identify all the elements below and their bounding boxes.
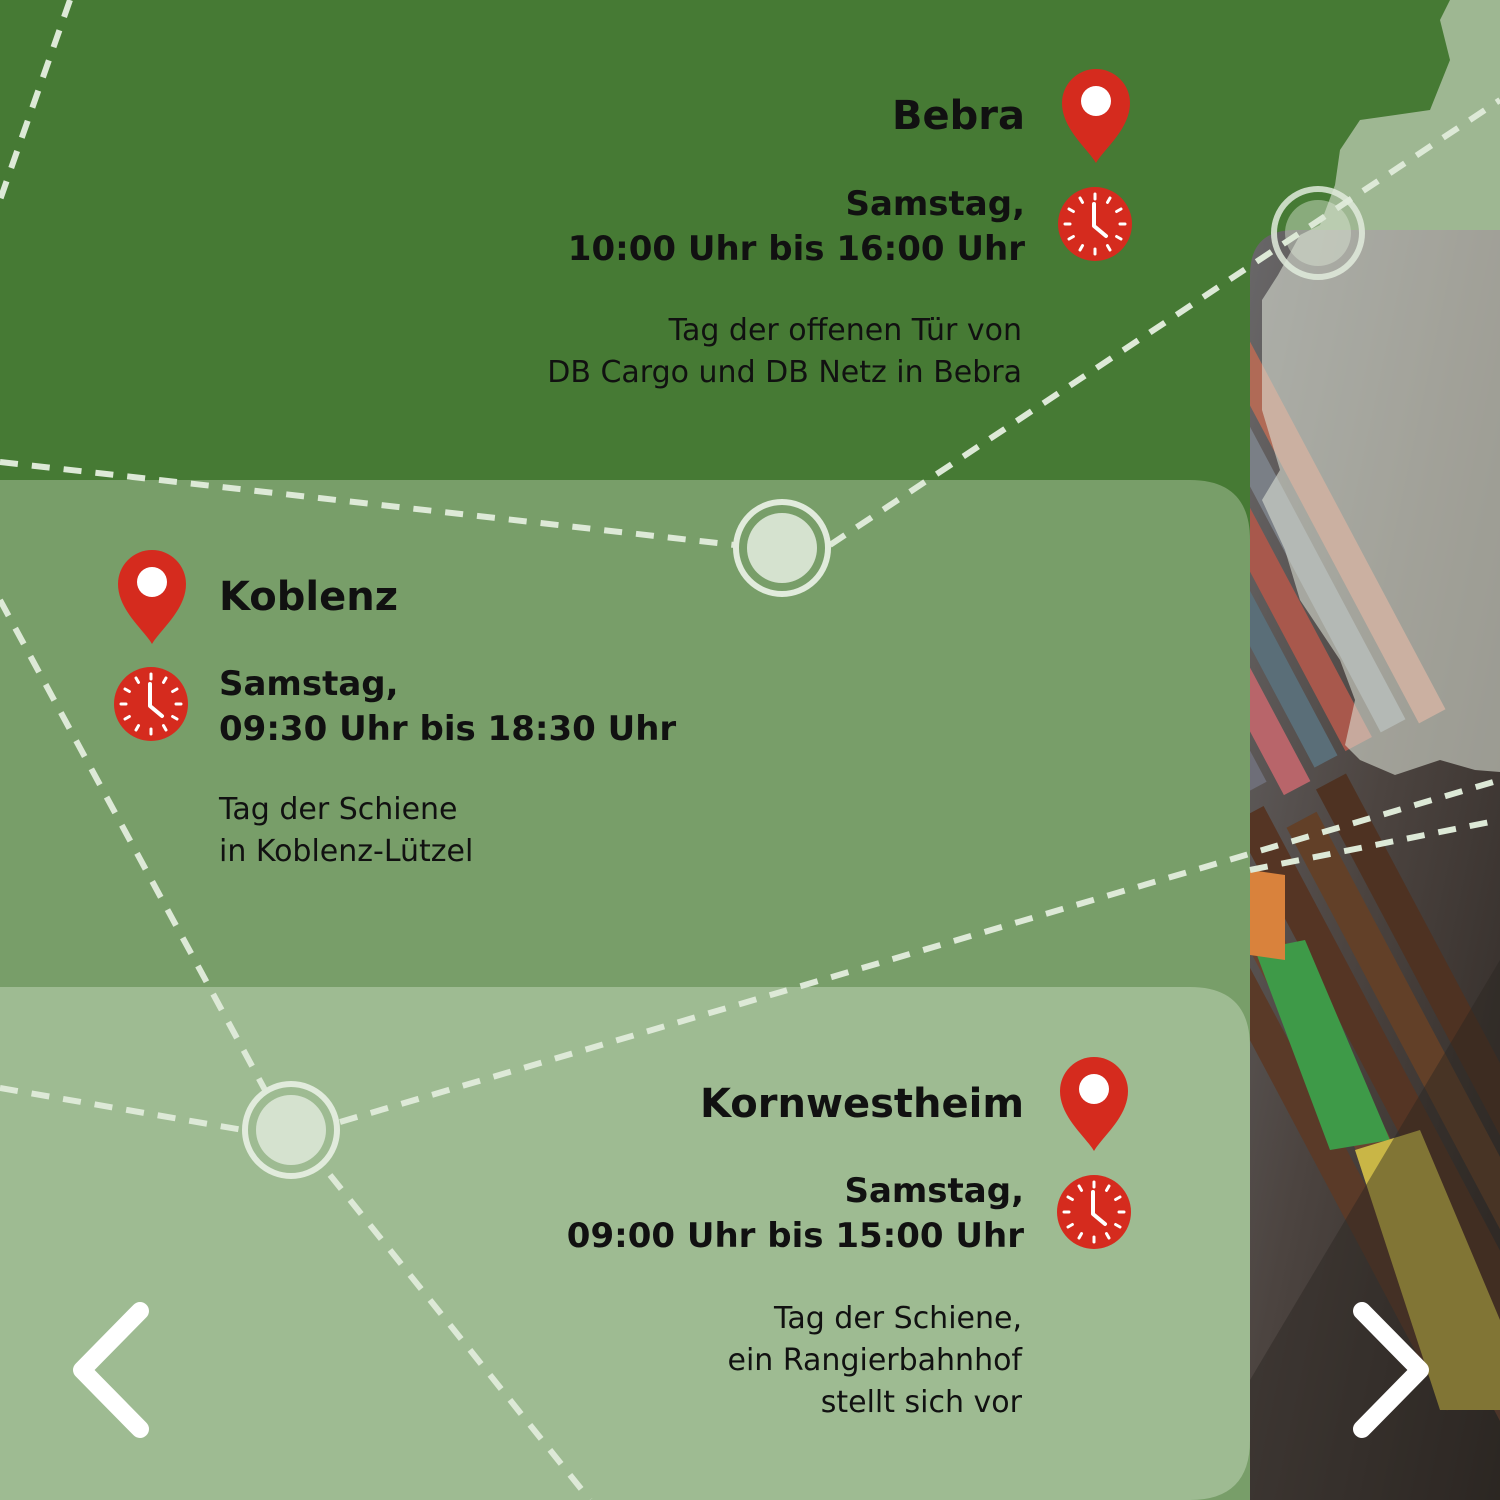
description-line: Tag der Schiene [219,792,458,827]
event-description-kornwestheim: Tag der Schiene, ein Rangierbahnhof stel… [728,1298,1022,1424]
event-hours: 10:00 Uhr bis 16:00 Uhr [567,229,1025,269]
event-time-kornwestheim: Samstag, 09:00 Uhr bis 15:00 Uhr [567,1169,1024,1259]
map-pin-icon [1062,69,1130,163]
previous-button[interactable] [60,1295,160,1445]
description-line: DB Cargo und DB Netz in Bebra [547,355,1022,390]
description-line: stellt sich vor [820,1385,1022,1420]
clock-icon [114,667,188,741]
chevron-right-icon [1353,1302,1429,1438]
description-line: ein Rangierbahnhof [727,1343,1022,1378]
clock-icon [1058,187,1132,261]
route-line [327,1173,593,1500]
clock-icon [1057,1175,1131,1249]
description-line: Tag der offenen Tür von [668,313,1022,348]
route-node [1271,186,1365,280]
event-time-bebra: Samstag, 10:00 Uhr bis 16:00 Uhr [568,182,1025,272]
event-city-kornwestheim: Kornwestheim [700,1081,1024,1127]
route-line [339,777,1500,1125]
event-description-koblenz: Tag der Schiene in Koblenz-Lützel [219,789,473,873]
route-line [0,1085,244,1133]
route-node [733,499,831,597]
event-city-bebra: Bebra [892,93,1025,139]
map-pin-icon [1060,1057,1128,1151]
event-description-bebra: Tag der offenen Tür von DB Cargo und DB … [547,310,1022,394]
event-hours: 09:30 Uhr bis 18:30 Uhr [219,709,677,749]
event-time-koblenz: Samstag, 09:30 Uhr bis 18:30 Uhr [219,662,676,752]
next-button[interactable] [1342,1295,1442,1445]
chevron-left-icon [73,1302,149,1438]
route-line [0,0,73,201]
route-line [0,459,736,548]
event-city-koblenz: Koblenz [219,574,399,620]
map-pin-icon [118,550,186,644]
route-line [0,598,268,1092]
event-hours: 09:00 Uhr bis 15:00 Uhr [566,1216,1024,1256]
description-line: in Koblenz-Lützel [219,834,474,869]
event-day: Samstag, [845,184,1025,224]
route-line [828,97,1500,548]
event-day: Samstag, [219,664,399,704]
event-day: Samstag, [844,1171,1024,1211]
description-line: Tag der Schiene, [773,1301,1022,1336]
route-line [1249,817,1500,873]
route-node [242,1081,340,1179]
